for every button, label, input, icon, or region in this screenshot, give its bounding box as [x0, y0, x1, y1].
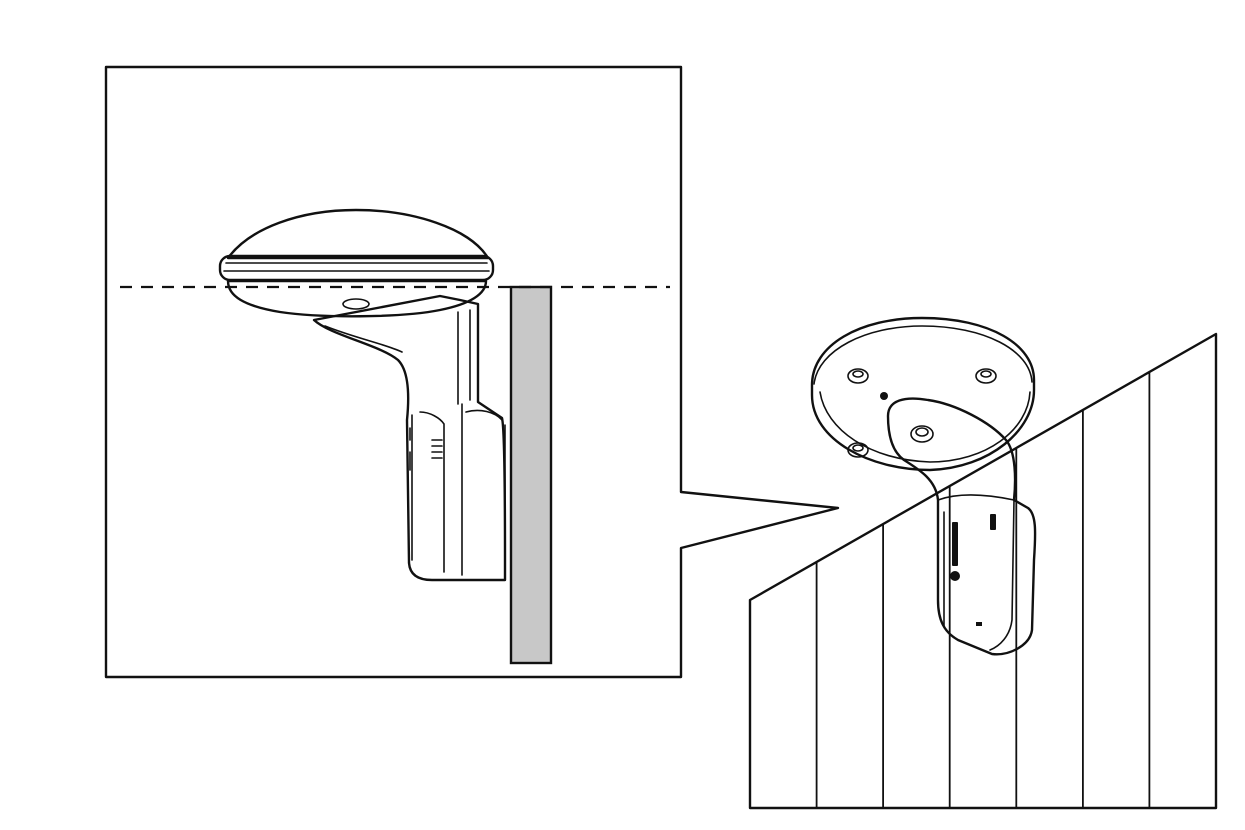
fence-panel [748, 332, 1218, 810]
detail-view [120, 208, 670, 665]
mount-bracket [886, 397, 1037, 656]
mounted-antenna [810, 316, 1037, 656]
callout-frame [104, 65, 840, 679]
screw-holes [847, 368, 997, 458]
bracket-arm [312, 294, 507, 582]
bracket-logo-marks [950, 514, 996, 626]
antenna-dome [218, 208, 495, 318]
bracket-ridges [431, 439, 443, 459]
fence-post [509, 285, 553, 665]
